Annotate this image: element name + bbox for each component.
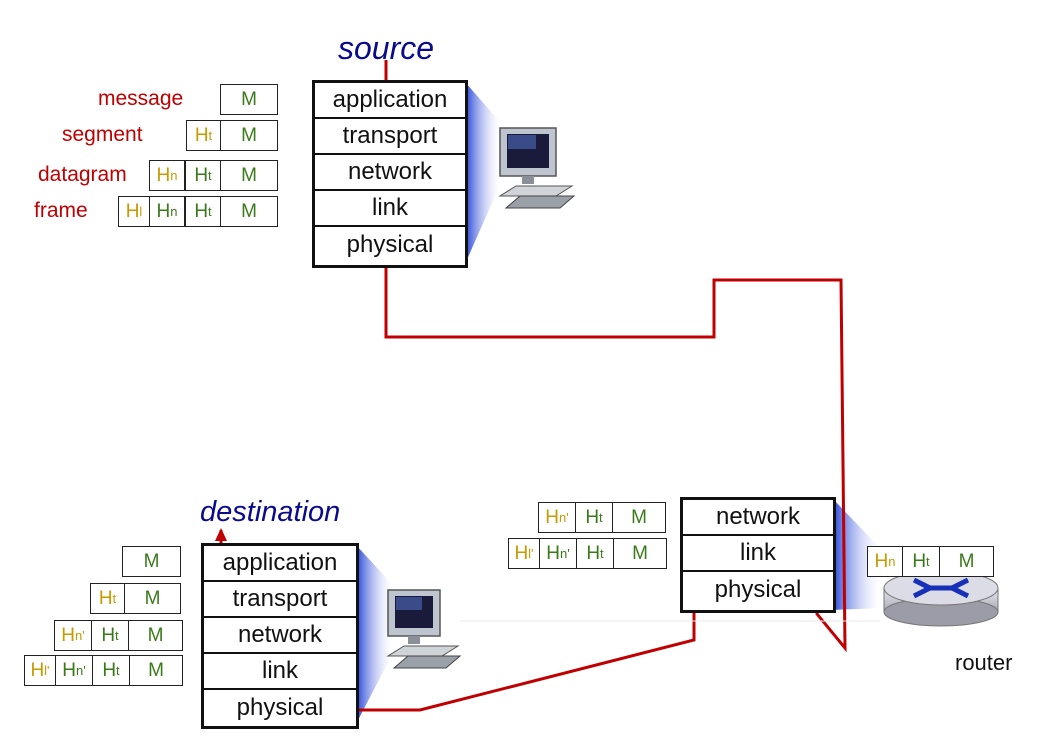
field-m: M bbox=[147, 624, 164, 646]
field-h: H bbox=[585, 506, 600, 528]
field-m: M bbox=[958, 550, 975, 572]
destination-layer-transport: transport bbox=[204, 582, 356, 618]
router-layer-link: link bbox=[683, 536, 833, 572]
field-m: M bbox=[241, 88, 257, 110]
field-m: M bbox=[632, 542, 648, 564]
source-layer-transport: transport bbox=[315, 119, 465, 155]
dest-message-m: M bbox=[122, 546, 181, 577]
field-h: H bbox=[156, 164, 171, 186]
source-message-m: M bbox=[220, 84, 278, 115]
field-h: H bbox=[98, 587, 113, 609]
field-h: H bbox=[101, 624, 116, 646]
field-h: H bbox=[194, 200, 209, 222]
source-frame-m: M bbox=[220, 196, 278, 227]
destination-layer-application: application bbox=[204, 546, 356, 582]
destination-stack: application transport network link physi… bbox=[201, 543, 359, 729]
source-layer-physical: physical bbox=[346, 231, 434, 258]
router-layer-physical: physical bbox=[714, 576, 802, 603]
source-datagram-m: M bbox=[220, 160, 278, 191]
destination-computer-icon bbox=[386, 589, 462, 669]
router-icon bbox=[883, 570, 999, 627]
datagram-label: datagram bbox=[38, 163, 127, 186]
field-h: H bbox=[102, 659, 117, 681]
dest-frame-m: M bbox=[129, 655, 183, 686]
field-h: H bbox=[125, 200, 140, 222]
destination-layer-link: link bbox=[204, 654, 356, 690]
segment-label: segment bbox=[62, 123, 143, 146]
field-h: H bbox=[545, 506, 559, 528]
field-h: H bbox=[912, 550, 927, 572]
field-m: M bbox=[241, 164, 257, 186]
field-h: H bbox=[586, 542, 601, 564]
field-h: H bbox=[194, 124, 209, 146]
field-m: M bbox=[144, 587, 161, 609]
flow-path bbox=[219, 60, 847, 712]
router-layer-network: network bbox=[683, 500, 833, 536]
router-frame-m: M bbox=[613, 538, 667, 569]
field-h: H bbox=[61, 624, 75, 646]
source-segment-m: M bbox=[220, 120, 278, 151]
field-m: M bbox=[143, 550, 160, 572]
field-h: H bbox=[156, 200, 171, 222]
field-m: M bbox=[148, 659, 164, 681]
field-m: M bbox=[241, 200, 257, 222]
router-stack: network link physical bbox=[680, 497, 836, 613]
router-datagram-m: M bbox=[612, 502, 666, 533]
field-m: M bbox=[631, 506, 647, 528]
source-layer-application: application bbox=[315, 83, 465, 119]
source-stack: application transport network link physi… bbox=[312, 80, 468, 268]
field-h: H bbox=[194, 164, 209, 186]
router-label: router bbox=[955, 650, 1013, 675]
flow-arrowhead bbox=[215, 528, 227, 541]
source-layer-link: link bbox=[315, 191, 465, 227]
message-label: message bbox=[98, 87, 184, 110]
destination-title: destination bbox=[200, 496, 341, 528]
source-layer-network: network bbox=[315, 155, 465, 191]
source-wedge bbox=[465, 82, 500, 264]
router-incoming-m: M bbox=[939, 546, 994, 577]
field-h: H bbox=[546, 542, 560, 564]
frame-label: frame bbox=[34, 199, 88, 222]
destination-wedge bbox=[356, 545, 392, 724]
field-h: H bbox=[874, 550, 889, 572]
dest-segment-m: M bbox=[124, 583, 181, 614]
field-h: H bbox=[30, 659, 45, 681]
field-h: H bbox=[514, 542, 529, 564]
source-computer-icon bbox=[498, 127, 576, 209]
dest-datagram-m: M bbox=[128, 620, 183, 651]
destination-layer-physical: physical bbox=[236, 694, 324, 721]
destination-layer-network: network bbox=[204, 618, 356, 654]
field-h: H bbox=[62, 659, 76, 681]
field-m: M bbox=[241, 124, 257, 146]
